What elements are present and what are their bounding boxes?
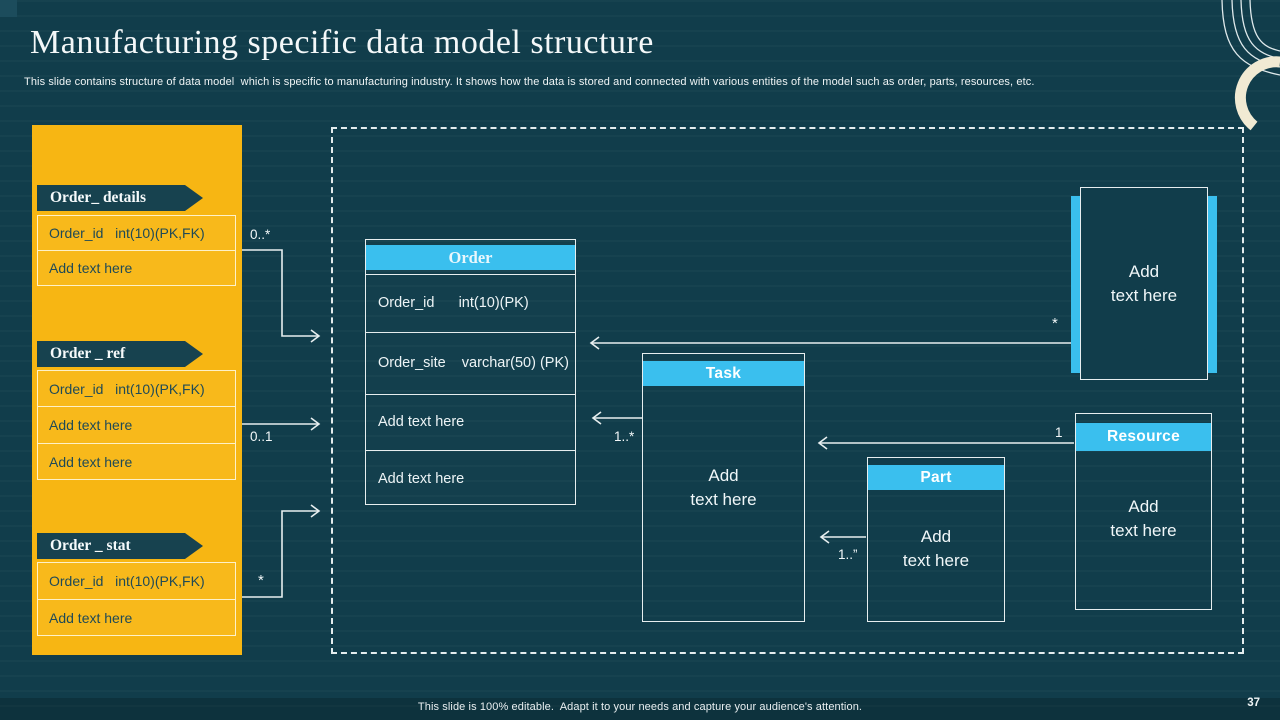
resource-entity-box: Add text here Resource	[1075, 413, 1212, 610]
entity-banner-order-details: Order_ details	[37, 185, 203, 211]
page-number: 37	[1247, 697, 1260, 709]
task-entity-header: Task	[643, 361, 804, 386]
placeholder-row[interactable]: Add text here	[366, 394, 575, 450]
model-boundary	[331, 127, 1244, 654]
placeholder-line: Add	[1128, 496, 1159, 516]
field-row: Order_site varchar(50) (PK)	[366, 332, 575, 394]
part-entity-box: Add text here Part	[867, 457, 1005, 622]
page-title: Manufacturing specific data model struct…	[30, 24, 654, 61]
resource-entity-header: Resource	[1076, 423, 1211, 451]
placeholder-row[interactable]: Add text here	[37, 443, 236, 480]
cardinality-label: 1..”	[838, 547, 858, 562]
corner-accent-square	[0, 0, 17, 17]
page-subtitle: This slide contains structure of data mo…	[24, 76, 1035, 88]
placeholder-row[interactable]: Add text here	[37, 250, 236, 286]
placeholder-line: Add	[1128, 261, 1160, 281]
placeholder-row[interactable]: Add text here	[37, 599, 236, 636]
field-row: Order_id int(10)(PK,FK)	[37, 215, 236, 251]
field-row: Order_id int(10)(PK)	[366, 274, 575, 332]
placeholder-row[interactable]: Add text here	[37, 406, 236, 444]
footer-note: This slide is 100% editable. Adapt it to…	[417, 701, 863, 713]
note-box-right-accent	[1207, 196, 1217, 373]
placeholder-line: text here	[690, 489, 757, 509]
cardinality-label: *	[258, 572, 264, 589]
entity-banner-order-ref: Order _ ref	[37, 341, 203, 367]
cardinality-label: 0..*	[250, 227, 271, 242]
order-entity-table: Order Order_id int(10)(PK) Order_site va…	[365, 239, 576, 505]
placeholder-line: text here	[902, 550, 970, 570]
placeholder-line: text here	[1110, 285, 1178, 305]
field-row: Order_id int(10)(PK,FK)	[37, 370, 236, 407]
placeholder-line: Add	[920, 526, 952, 546]
task-entity-box: Add text here Task	[642, 353, 805, 622]
order-entity-header: Order	[366, 245, 575, 270]
cardinality-label: *	[1052, 315, 1058, 332]
entity-banner-order-stat: Order _ stat	[37, 533, 203, 559]
corner-arc-decoration	[1234, 56, 1280, 131]
note-box-left-accent	[1071, 196, 1081, 373]
footer-bar	[0, 698, 1280, 720]
cardinality-label: 1	[1055, 425, 1063, 440]
task-placeholder-text[interactable]: Add text here	[643, 354, 804, 621]
corner-curves-decoration	[1221, 0, 1280, 76]
field-row: Order_id int(10)(PK,FK)	[37, 562, 236, 600]
part-placeholder-text[interactable]: Add text here	[868, 458, 1004, 621]
cardinality-label: 1..*	[614, 429, 635, 444]
resource-placeholder-text[interactable]: Add text here	[1076, 414, 1211, 609]
note-placeholder-box[interactable]: Add text here	[1080, 187, 1208, 380]
placeholder-row[interactable]: Add text here	[366, 450, 575, 507]
placeholder-line: text here	[1110, 520, 1177, 540]
placeholder-line: Add	[708, 465, 739, 485]
part-entity-header: Part	[868, 465, 1004, 490]
cardinality-label: 0..1	[250, 429, 273, 444]
